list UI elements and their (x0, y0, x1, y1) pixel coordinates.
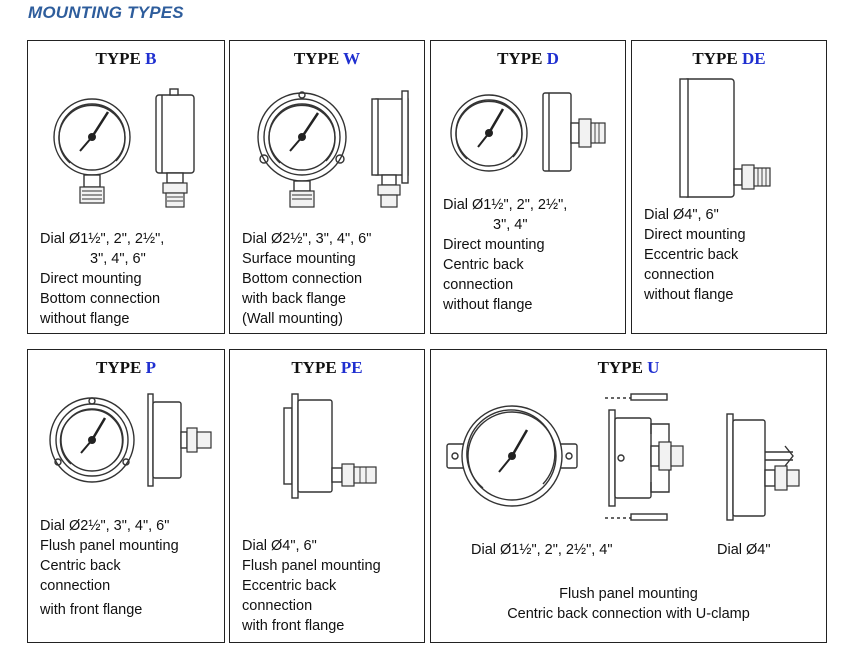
type-b-gauge-drawing (46, 87, 211, 227)
type-u-description: Flush panel mounting Centric back connec… (507, 586, 750, 622)
page-heading: MOUNTING TYPES (28, 3, 184, 22)
type-de-card: TYPE DE Dial Ø4", 6" Direct mounting Ecc… (631, 40, 827, 334)
type-pe-title: TYPE PE (291, 358, 363, 377)
type-b-title: TYPE B (95, 49, 157, 68)
type-d-gauge-drawing (443, 85, 613, 185)
type-de-title: TYPE DE (692, 49, 766, 68)
type-pe-description: Dial Ø4", 6" Flush panel mounting Eccent… (242, 538, 381, 634)
type-d-description: Dial Ø1½", 2", 2½", 3", 4" Direct mounti… (443, 197, 568, 313)
type-p-gauge-drawing (46, 392, 216, 492)
type-w-gauge-drawing (244, 85, 414, 225)
type-u-gauge-drawing (445, 384, 815, 534)
type-p-description: Dial Ø2½", 3", 4", 6" Flush panel mounti… (40, 518, 179, 618)
type-b-card: TYPE B Dial Ø1½", 2", 2½", (27, 40, 225, 334)
type-w-card: TYPE W Dial Ø2½", 3", 4", 6 (229, 40, 425, 334)
type-p-title: TYPE P (96, 358, 156, 377)
type-u-card: TYPE U (430, 349, 827, 643)
type-w-description: Dial Ø2½", 3", 4", 6" Surface mounting B… (242, 231, 372, 327)
type-p-card: TYPE P Dial Ø2½", 3", 4", 6" Flush panel… (27, 349, 225, 643)
type-de-description: Dial Ø4", 6" Direct mounting Eccentric b… (644, 207, 746, 303)
type-u-dial-right: Dial Ø4" (717, 542, 771, 558)
type-u-title: TYPE U (597, 358, 660, 377)
type-pe-gauge-drawing (276, 390, 386, 500)
type-de-gauge-drawing (678, 75, 788, 205)
type-u-dial-left: Dial Ø1½", 2", 2½", 4" (471, 542, 613, 558)
type-b-description: Dial Ø1½", 2", 2½", 3", 4", 6" Direct mo… (40, 231, 165, 327)
type-pe-card: TYPE PE Dial Ø4", 6" Flush panel mountin… (229, 349, 425, 643)
type-d-title: TYPE D (497, 49, 559, 68)
type-d-card: TYPE D Dial Ø1½", 2", 2½", 3", 4" Direct… (430, 40, 626, 334)
type-w-title: TYPE W (293, 49, 361, 68)
